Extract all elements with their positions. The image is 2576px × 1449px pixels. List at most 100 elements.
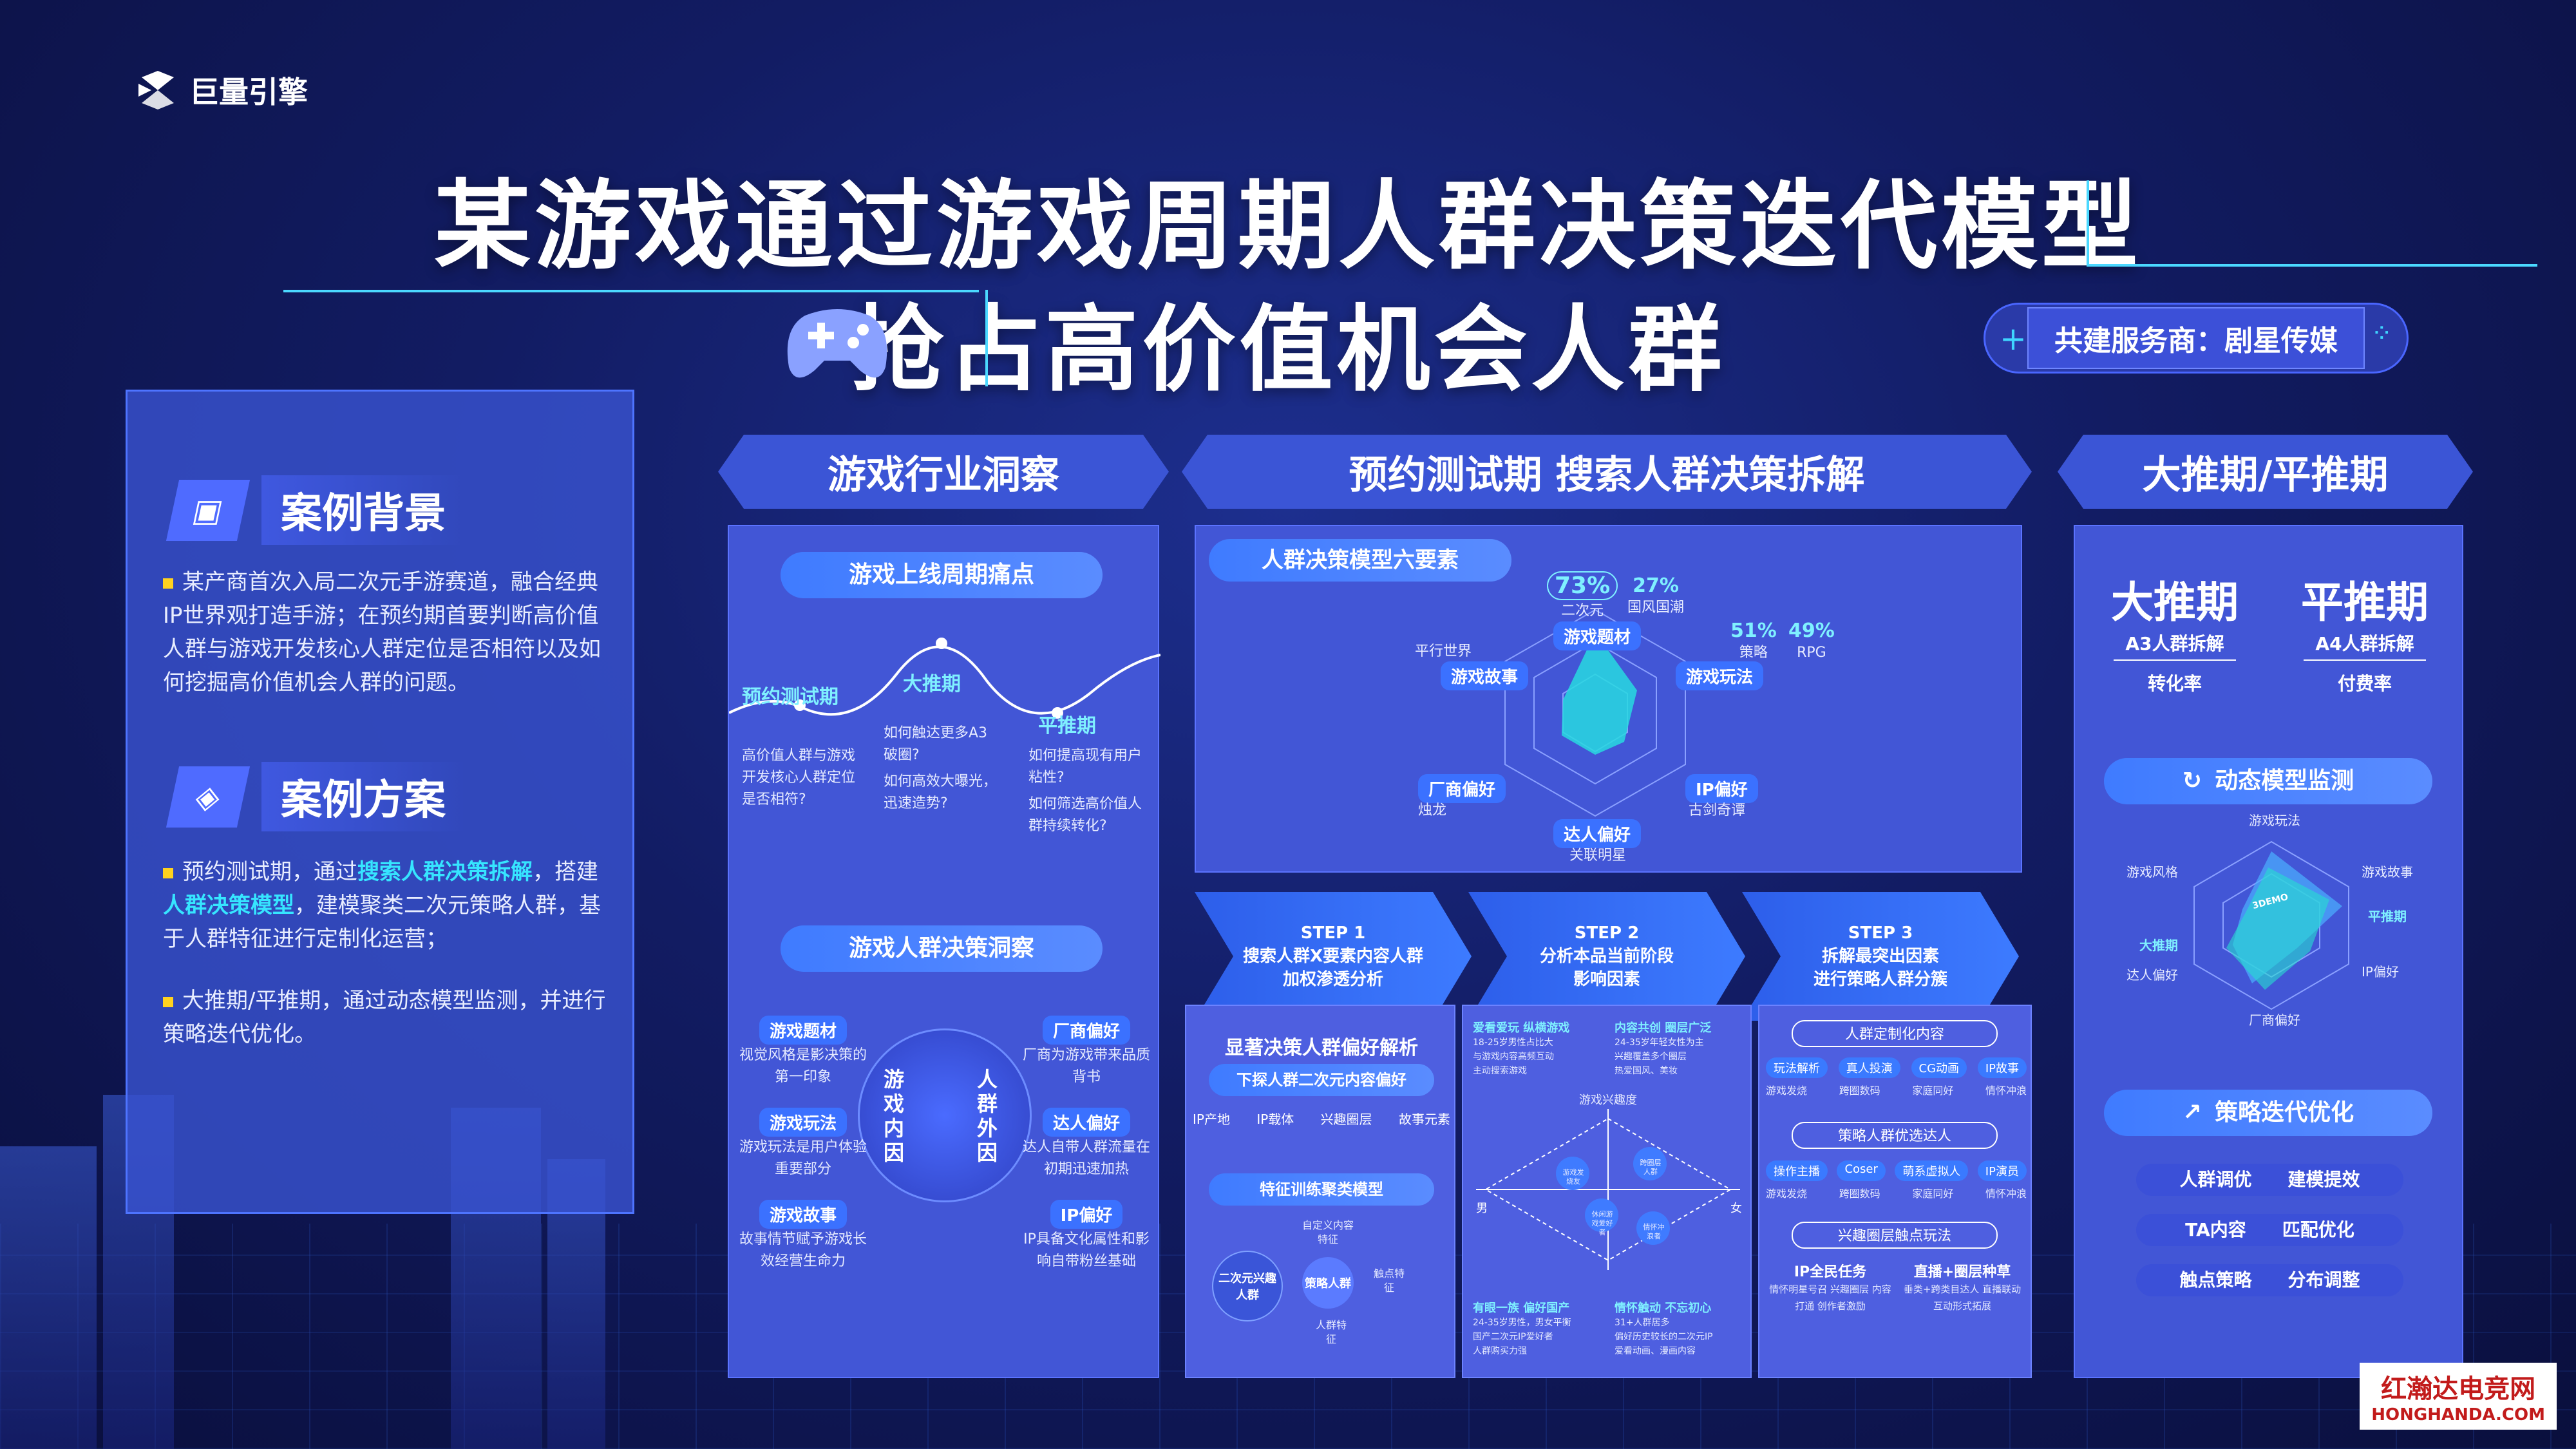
custom-title-2: 策略人群优选达人 [1792,1122,1998,1149]
step-line: 搜索人群X要素内容人群 [1242,947,1424,966]
audience-label: 游戏发烧 [1766,1188,1808,1200]
axis-interest: 游戏兴趣度 [1579,1094,1637,1107]
radar-label: 游戏题材 [1553,621,1642,650]
optimize-item: 建模提效 [2287,1169,2360,1190]
quadrant-title: 内容共创 圈层广泛 [1615,1021,1712,1035]
node-label: 策略人群 [1305,1277,1351,1291]
layers-icon: ◈ [166,766,251,828]
quadrant-item: 人群购买力强 [1473,1346,1527,1356]
left-factor-list: 游戏题材视觉风格是影决策的第一印象 游戏玩法游戏玩法是用户体验重要部分 游戏故事… [739,1016,867,1273]
quadrant-panel: 爱看爱玩 纵横游戏 18-25岁男性占比大 与游戏内容高频互动 主动搜索游戏 内… [1462,1005,1752,1378]
six-factor-pill: 人群决策模型六要素 [1209,539,1511,582]
quadrant-item: 国产二次元IP爱好者 [1473,1332,1553,1342]
quadrant-diamond [1476,1109,1740,1270]
annotation-dragon: 烛龙 [1418,802,1447,819]
inner-factor-label: 游戏内因 [884,1067,905,1165]
cluster-pill: 特征训练聚类模型 [1209,1173,1434,1206]
plan-highlight: 人群决策模型 [163,893,294,918]
quadrant-tl: 爱看爱玩 纵横游戏 18-25岁男性占比大 与游戏内容高频互动 主动搜索游戏 [1473,1019,1608,1078]
pct-label: 国风国潮 [1627,600,1685,616]
plan-title: 案例方案 [261,762,465,831]
preference-title: 显著决策人群偏好解析 [1225,1037,1418,1059]
node-left: 二次元兴趣人群 [1212,1251,1283,1321]
step-1: STEP 1 搜索人群X要素内容人群 加权渗透分析 [1195,892,1472,1021]
node-label: 二次元兴趣人群 [1218,1272,1276,1302]
optimize-item: 人群调优 [2179,1169,2252,1190]
watermark-en: HONGHANDA.COM [2371,1405,2545,1425]
touchpoint-text: 情怀明星号召 兴趣圈层 内容打通 创作者激励 [1769,1283,1891,1312]
step-line: 进行策略人群分簇 [1813,970,1947,989]
column-head-precheck: 预约测试期 搜索人群决策拆解 [1182,435,2032,509]
custom-row-1: 玩法解析 真人投演 CG动画 IP故事 [1766,1057,2027,1078]
step-title: STEP 1 [1300,923,1366,943]
quadrant-title: 爱看爱玩 纵横游戏 [1473,1021,1570,1035]
quadrant-item: 偏好历史较长的二次元IP [1615,1332,1713,1342]
radar-pct-51: 51% 策略 [1730,620,1777,664]
kol-tag: IP演员 [1977,1160,2027,1181]
deco-line [985,290,988,386]
plan-section-header: ◈ 案例方案 [166,762,465,831]
big-push-title: 大推期 [2111,578,2239,627]
factor-text: 达人自带人群流量在初期迅速加热 [1022,1139,1150,1177]
node-core: 策略人群 [1302,1257,1354,1309]
factor-text: 游戏玩法是用户体验重要部分 [739,1139,867,1177]
stage-flat: 平推期 [1038,715,1096,737]
case-panel: ▣ 案例背景 某产商首次入局二次元手游赛道，融合经典IP世界观打造手游；在预约期… [126,390,634,1214]
quadrant-label-4: 情怀冲浪者 [1643,1223,1665,1240]
quadrant-title: 情怀触动 不忘初心 [1615,1302,1712,1315]
quadrant-bl: 有眼一族 偏好国产 24-35岁男性，男女平衡 国产二次元IP爱好者 人群购买力… [1473,1299,1608,1358]
content-tag: 真人投演 [1838,1057,1900,1078]
stage-preorder: 预约测试期 [742,686,838,708]
optimize-pill-label: 策略迭代优化 [2215,1099,2354,1126]
deco-line [2087,264,2537,267]
touchpoint-2: 直播+圈层种草 垂类+跨类目达人 直播联动 互动形式拓展 [1901,1260,2023,1314]
brand-logo: 巨量引擎 [135,68,308,113]
monitor-pill: ↻ 动态模型监测 [2104,758,2432,804]
optimize-row: TA内容 匹配优化 [2136,1214,2403,1246]
stage1-text: 高价值人群与游戏开发核心人群定位是否相符? [742,748,856,808]
industry-panel: 游戏上线周期痛点 预约测试期 大推期 平推期 高价值人群与游戏开发核心人群定位是… [728,525,1160,1378]
monitor-pill-label: 动态模型监测 [2215,768,2354,794]
partner-label: 共建服务商：剧星传媒 [2027,307,2365,369]
partner-badge: + 共建服务商：剧星传媒 ⁘ [1984,303,2409,374]
factor-item: 游戏题材视觉风格是影决策的第一印象 [739,1016,867,1088]
content-tag: 玩法解析 [1766,1057,1828,1078]
flat-push-title: 平推期 [2301,578,2429,627]
quadrant-label-2: 跨圈层人群 [1640,1159,1662,1176]
pct-label: 二次元 [1561,603,1604,619]
background-text: 某产商首次入局二次元手游赛道，融合经典IP世界观打造手游；在预约期首要判断高价值… [163,565,607,699]
quadrant-item: 31+人群居多 [1615,1318,1670,1328]
radar-label: 游戏风格 [2126,864,2178,880]
pct-label: 策略 [1739,645,1768,661]
custom-row-1b: 游戏发烧跨圈数码家庭同好情怀冲浪 [1766,1080,2027,1102]
gamepad-icon [787,309,887,378]
radar-label: 游戏玩法 [1676,661,1764,690]
quadrant-title: 有眼一族 偏好国产 [1473,1302,1570,1315]
big-push-metric: 转化率 [2147,673,2202,694]
legend-flat: 平推期 [2368,909,2407,924]
kol-tag: 萌系虚拟人 [1895,1160,1969,1181]
brand-icon [138,71,174,109]
deco-line [283,290,979,292]
content-tag: CG动画 [1911,1057,1967,1078]
axis-male: 男 [1476,1202,1488,1215]
big-push-sub: A3人群拆解 [2114,630,2236,661]
background-section-header: ▣ 案例背景 [166,475,465,545]
radar-label: 游戏故事 [2362,864,2413,880]
step-title: STEP 3 [1848,923,1913,943]
quadrant-tr: 内容共创 圈层广泛 24-35岁年轻女性为主 兴趣覆盖多个圈层 热爱国风、美妆 [1615,1019,1750,1078]
content-tag: IP故事 [1977,1057,2027,1078]
cycle-curve [729,638,1160,719]
optimize-pill: ↗策略迭代优化 [2104,1090,2432,1136]
refresh-icon: ↻ [2182,768,2202,794]
step-line: 分析本品当前阶段 [1539,947,1674,966]
audience-label: 家庭同好 [1912,1084,1954,1097]
node-top: 自定义内容特征 [1302,1219,1354,1245]
background-title: 案例背景 [261,475,465,545]
column-head-industry: 游戏行业洞察 [718,435,1169,509]
radar-label: 游戏故事 [1441,661,1529,690]
node-right: 触点特征 [1373,1267,1405,1294]
factor-text: 视觉风格是影决策的第一印象 [739,1047,867,1085]
step-3: STEP 3 拆解最突出因素 进行策略人群分簇 [1742,892,2019,1021]
kol-tag: Coser [1837,1160,1886,1181]
